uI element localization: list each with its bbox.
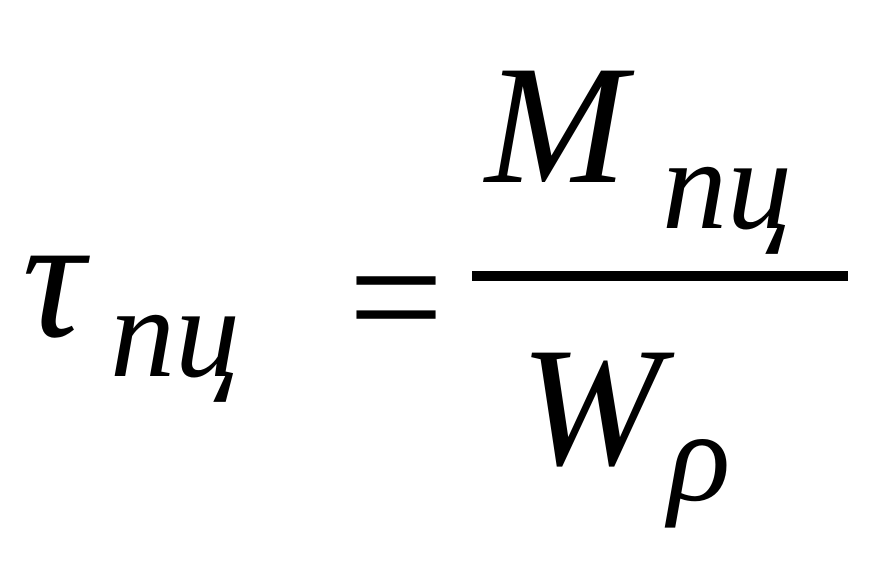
denominator-symbol: W <box>520 313 662 501</box>
lhs-symbol: τ <box>22 180 85 374</box>
fraction-bar <box>472 271 848 281</box>
lhs-subscript: пц <box>110 261 240 405</box>
denominator-subscript: ρ <box>668 385 731 529</box>
numerator-symbol: M <box>485 31 627 219</box>
equals-sign: = <box>348 203 444 391</box>
numerator-subscript: пц <box>662 113 792 257</box>
